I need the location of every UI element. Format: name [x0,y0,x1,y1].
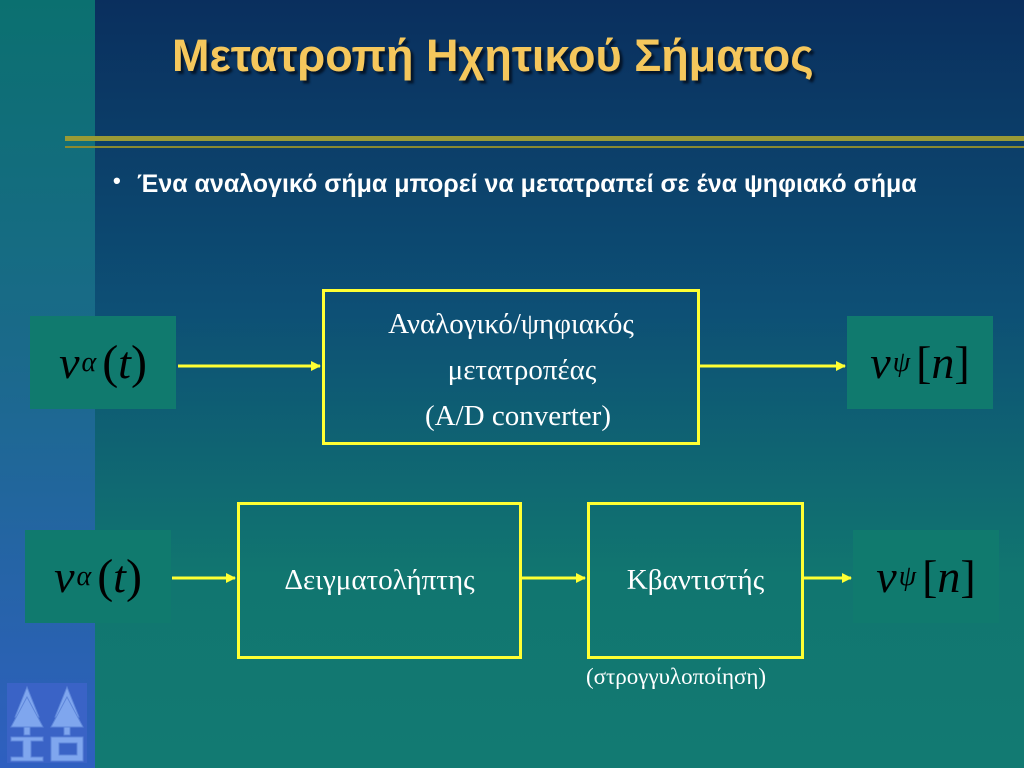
title-rule-thin [65,146,1024,148]
sampler-block: Δειγματολήπτης [237,502,522,659]
signal-argument: n [931,337,955,388]
university-tree-logo-icon [7,683,87,763]
signal-argument: n [937,551,961,602]
signal-symbol: v [59,337,80,388]
signal-subscript: ψ [898,560,917,592]
close-bracket: ] [954,337,970,388]
signal-symbol: v [54,551,75,602]
adc-converter-block: Αναλογικό/ψηφιακός μετατροπέας (A/D conv… [322,289,700,445]
open-bracket: [ [916,337,932,388]
signal-argument: t [113,551,126,602]
close-paren: ) [125,550,142,603]
signal-symbol: v [870,337,891,388]
bullet-marker: • [113,168,121,193]
adc-label-line1: Αναλογικό/ψηφιακός [388,308,634,340]
quantizer-label: Κβαντιστής [626,564,765,596]
open-paren: ( [102,336,119,389]
bullet-text: Ένα αναλογικό σήμα μπορεί να μετατραπεί … [137,170,917,198]
signal-subscript: α [81,346,97,378]
close-bracket: ] [960,551,976,602]
quantizer-note: (στρογγυλοποίηση) [586,664,767,689]
open-paren: ( [97,550,114,603]
open-bracket: [ [922,551,938,602]
title-rule-thick [65,136,1024,141]
slide-title: Μετατροπή Ηχητικού Σήματος [172,30,814,81]
signal-symbol: v [876,551,897,602]
close-paren: ) [130,336,147,389]
adc-label-line3: (A/D converter) [425,400,611,432]
signal-subscript: ψ [892,346,911,378]
signal-subscript: α [76,560,92,592]
quantizer-block: Κβαντιστής [587,502,804,659]
sampler-label: Δειγματολήπτης [284,564,475,596]
signal-argument: t [118,337,131,388]
adc-label-line2: μετατροπέας [447,354,597,386]
